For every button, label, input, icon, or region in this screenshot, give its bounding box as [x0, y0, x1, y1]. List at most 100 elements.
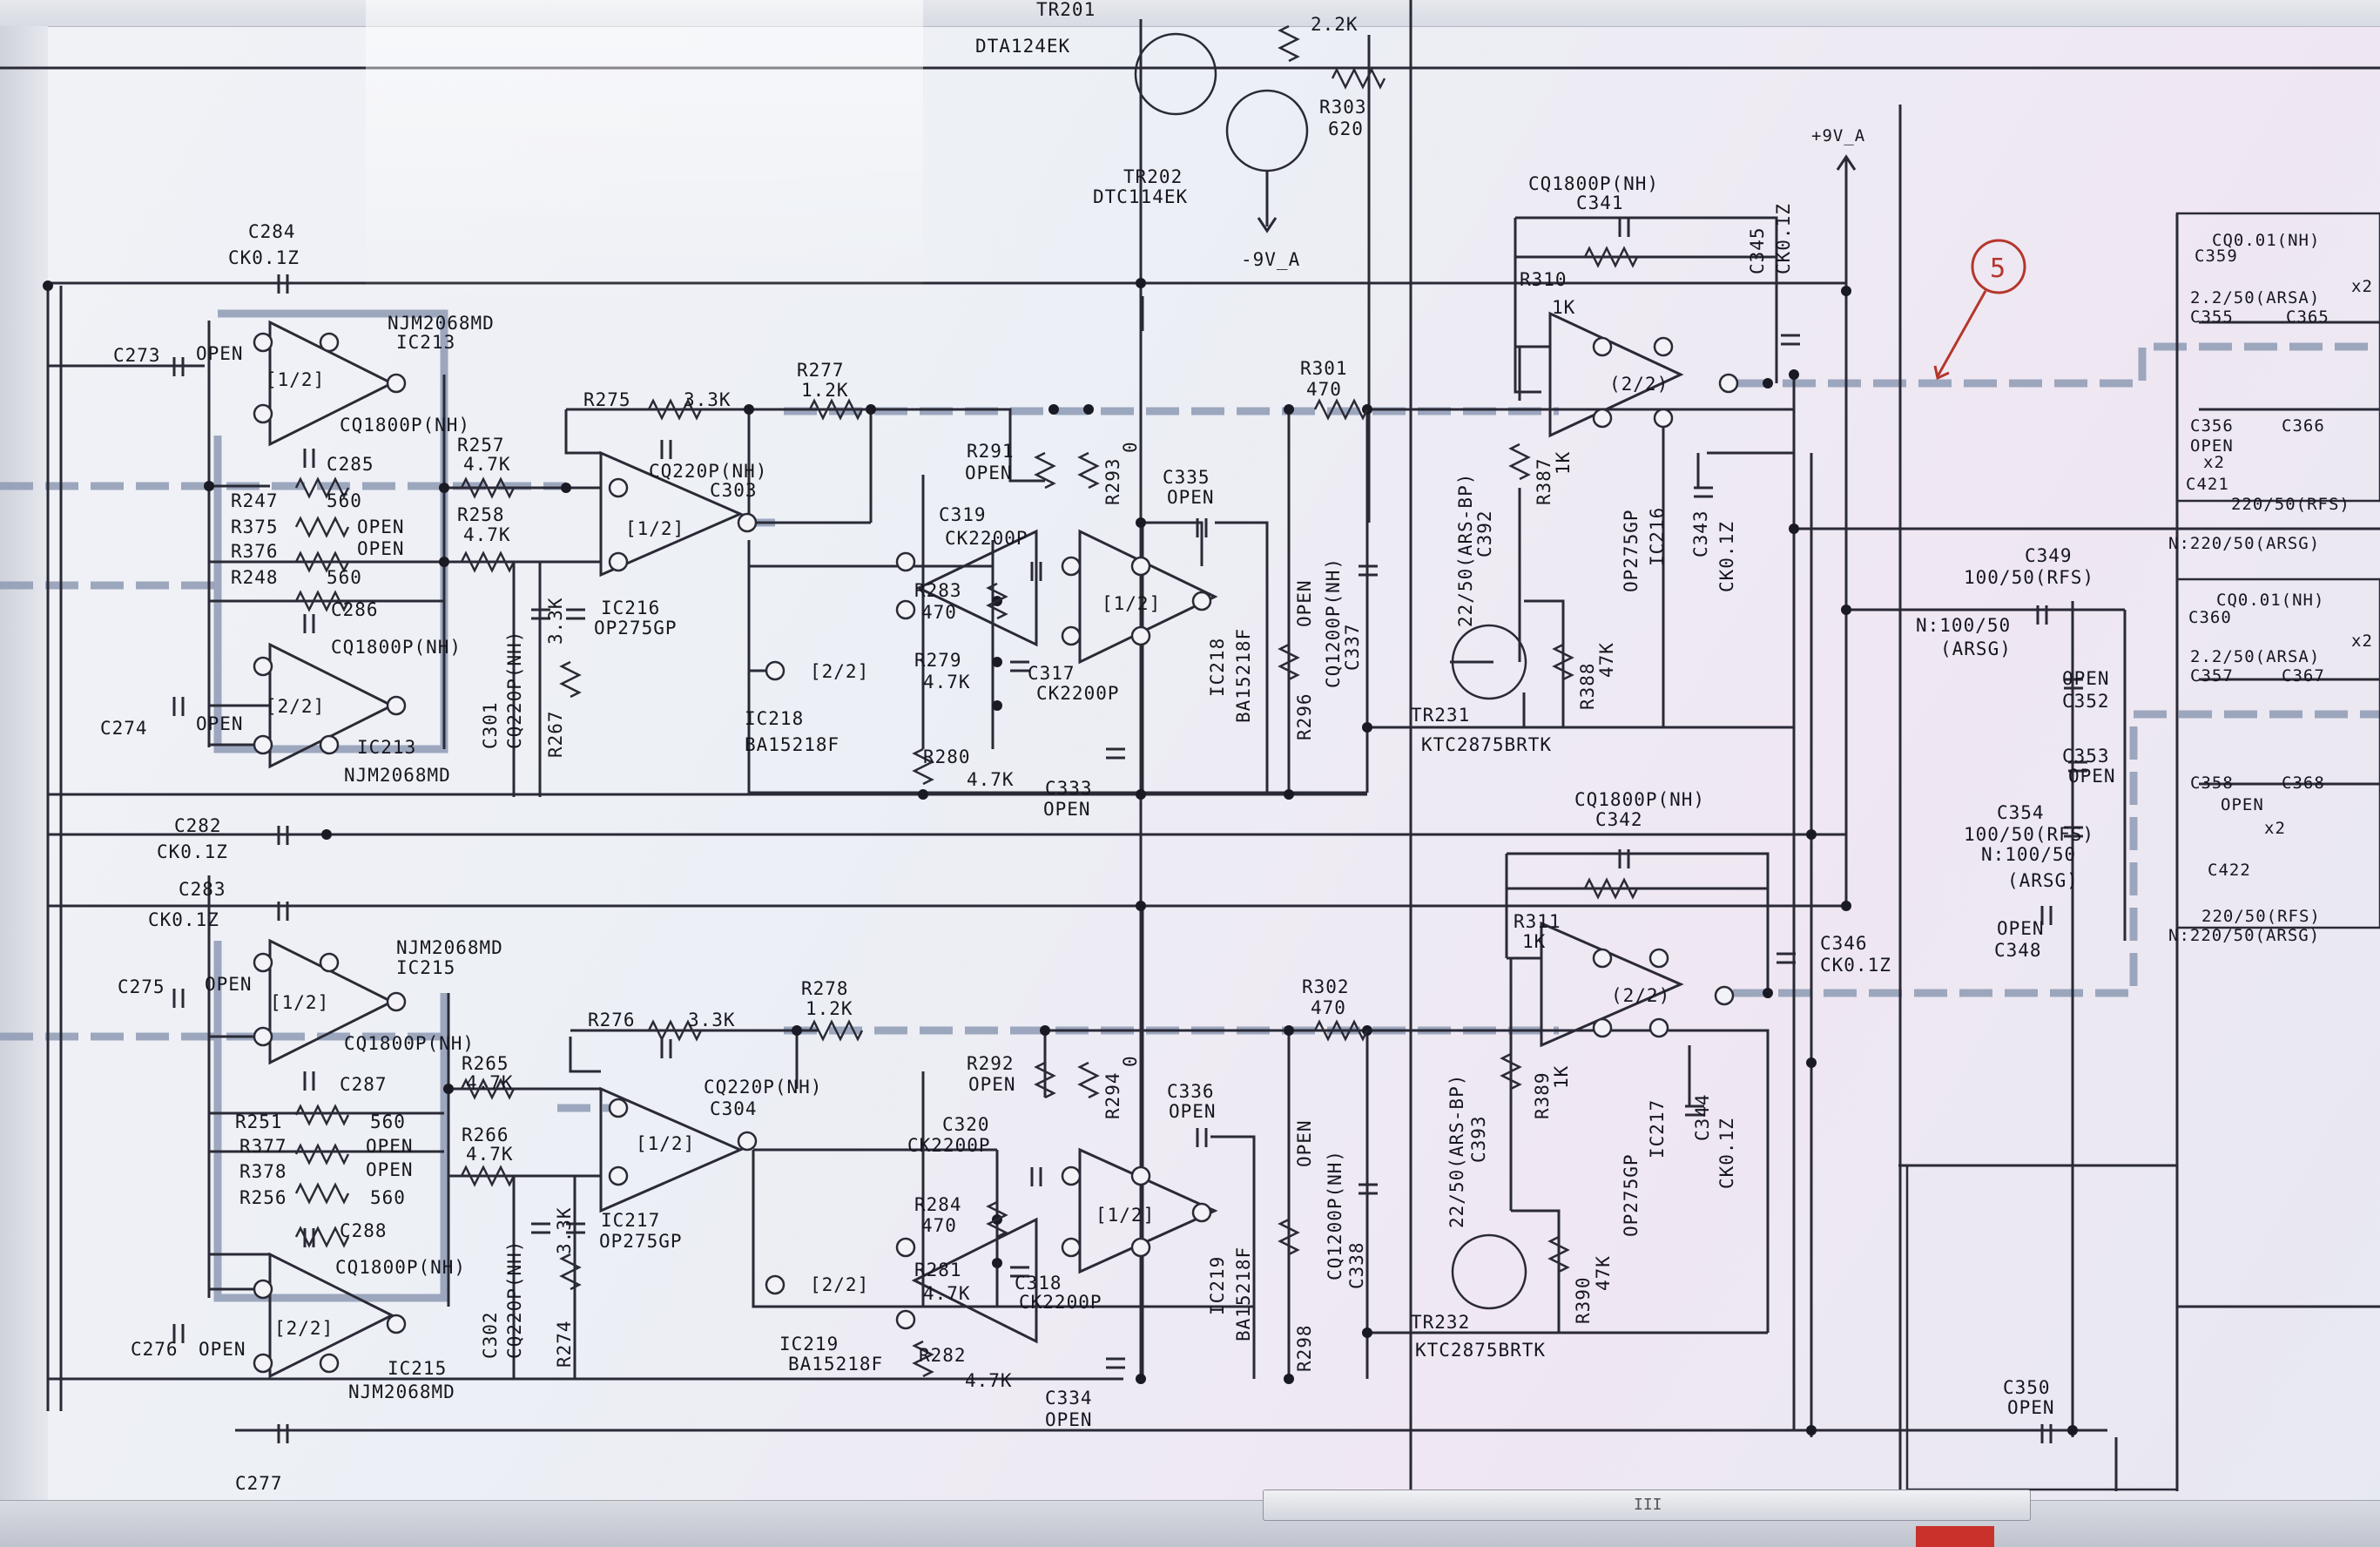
capacitor-symbols [172, 218, 2087, 1443]
c333-label: C333 [1045, 778, 1093, 799]
ic216-half: [1/2] [625, 518, 684, 539]
r280-label: R280 [923, 746, 971, 767]
labels-top: TR201 DTA124EK 2.2K R303 620 TR202 DTC11… [975, 0, 1865, 270]
ic215-half1: [1/2] [270, 992, 329, 1013]
c343-label: C343 [1690, 510, 1711, 557]
r301-label: R301 [1300, 358, 1348, 379]
ic217-model: OP275GP [599, 1231, 683, 1252]
c274-label: C274 [100, 718, 148, 739]
c354-value: 100/50(RFS) [1964, 824, 2094, 845]
r279-value: 4.7K [923, 672, 971, 692]
c318-label: C318 [1015, 1273, 1062, 1294]
c284-label: C284 [248, 221, 296, 242]
r248-value: 560 [327, 567, 362, 588]
c283-label: C283 [179, 879, 226, 900]
c350-open: OPEN [2007, 1397, 2055, 1418]
r389-value: 1K [1551, 1065, 1572, 1089]
junction-dots [43, 278, 2078, 1436]
ic217-half2: (2/2) [1611, 985, 1670, 1006]
r376-label: R376 [231, 541, 279, 562]
r294-label: R294 [1102, 1071, 1123, 1119]
c320-label: C320 [942, 1114, 990, 1135]
r279-label: R279 [914, 650, 962, 671]
r303-value: 620 [1328, 118, 1364, 139]
c335-label: C335 [1163, 467, 1210, 488]
pos-rail-label: +9V_A [1811, 126, 1865, 145]
r284-label: R284 [914, 1194, 962, 1215]
c344-value: CK0.1Z [1716, 1118, 1737, 1189]
c354-alt: N:100/50 [1981, 844, 2076, 865]
r266-value: 4.7K [466, 1144, 514, 1165]
c348-open: OPEN [1997, 918, 2045, 939]
r282-label: R282 [919, 1345, 967, 1366]
tr202-label: TR202 [1123, 166, 1183, 187]
ic218-model: BA15218F [745, 734, 839, 755]
c421-value: 220/50(RFS) [2231, 495, 2350, 514]
r298-open: OPEN [1294, 1119, 1315, 1167]
ic219-label: IC219 [779, 1334, 839, 1354]
ic216-half2: (2/2) [1609, 374, 1669, 395]
c422-label: C422 [2208, 861, 2251, 880]
r378-label: R378 [239, 1161, 287, 1182]
r377-label: R377 [239, 1136, 287, 1157]
horizontal-scrollbar[interactable]: III [1263, 1490, 2031, 1521]
c355-x2: x2 [2351, 277, 2373, 296]
c358-x2: x2 [2264, 819, 2286, 838]
taskbar-red-button[interactable] [1916, 1526, 1994, 1547]
c319-label: C319 [939, 504, 987, 525]
c359-cq: CQ0.01(NH) [2212, 231, 2320, 250]
r265-label: R265 [462, 1053, 509, 1074]
c303-cq: CQ220P(NH) [649, 461, 767, 482]
r375-label: R375 [231, 517, 279, 537]
c368-label: C368 [2282, 774, 2325, 793]
c333-open: OPEN [1043, 799, 1091, 820]
c356-open: OPEN [2190, 436, 2234, 456]
c276-open: OPEN [199, 1339, 246, 1360]
tr202-model: DTC114EK [1093, 186, 1188, 207]
r389-label: R389 [1532, 1071, 1553, 1119]
r292-open: OPEN [968, 1074, 1016, 1095]
c288-cq: CQ1800P(NH) [335, 1257, 466, 1278]
c346-value: CK0.1Z [1820, 955, 1891, 976]
resistor-top-value: 2.2K [1311, 14, 1359, 35]
r377-open: OPEN [366, 1136, 414, 1157]
c421-alt: N:220/50(ARSG) [2168, 534, 2320, 553]
c359-label: C359 [2195, 247, 2238, 266]
ic218-half2: [2/2] [810, 661, 869, 682]
c301-cq: CQ220P(NH) [504, 631, 525, 749]
ic217-model-v: OP275GP [1621, 1153, 1642, 1237]
c277-label: C277 [235, 1473, 283, 1494]
ic215-label-b: IC215 [388, 1358, 447, 1379]
c275-label: C275 [118, 976, 165, 997]
c354-arsg: (ARSG) [2007, 870, 2079, 891]
ic218-half1: [1/2] [1102, 593, 1161, 614]
r267-value: 3.3K [545, 597, 566, 645]
c349-arsg: (ARSG) [1940, 638, 2012, 659]
r275-label: R275 [583, 389, 631, 410]
c341-label: C341 [1576, 193, 1624, 213]
c335-open: OPEN [1167, 487, 1215, 508]
r293-value: 0 [1120, 441, 1141, 453]
r277-value: 1.2K [801, 380, 849, 401]
r311-value: 1K [1522, 931, 1546, 952]
ic219-model-v: BA15218F [1233, 1246, 1254, 1341]
r376-open: OPEN [357, 538, 405, 559]
r375-open: OPEN [357, 517, 405, 537]
tr201-label: TR201 [1036, 0, 1096, 20]
ic219-half2: [2/2] [810, 1274, 869, 1295]
ic219-model: BA15218F [788, 1354, 883, 1375]
neg-rail-label: -9V_A [1241, 249, 1300, 270]
c356-label: C356 [2190, 416, 2234, 436]
r301-value: 470 [1306, 379, 1342, 400]
c360-label: C360 [2188, 608, 2232, 627]
r251-value: 560 [370, 1111, 406, 1132]
c317-value: CK2200P [1036, 683, 1120, 704]
c304-cq: CQ220P(NH) [704, 1077, 822, 1098]
c356-x2: x2 [2203, 453, 2225, 472]
r378-open: OPEN [366, 1159, 414, 1180]
window-left-edge [0, 26, 48, 1507]
c334-open: OPEN [1045, 1409, 1093, 1430]
c360-cq: CQ0.01(NH) [2216, 591, 2324, 610]
r298-label: R298 [1294, 1324, 1315, 1372]
